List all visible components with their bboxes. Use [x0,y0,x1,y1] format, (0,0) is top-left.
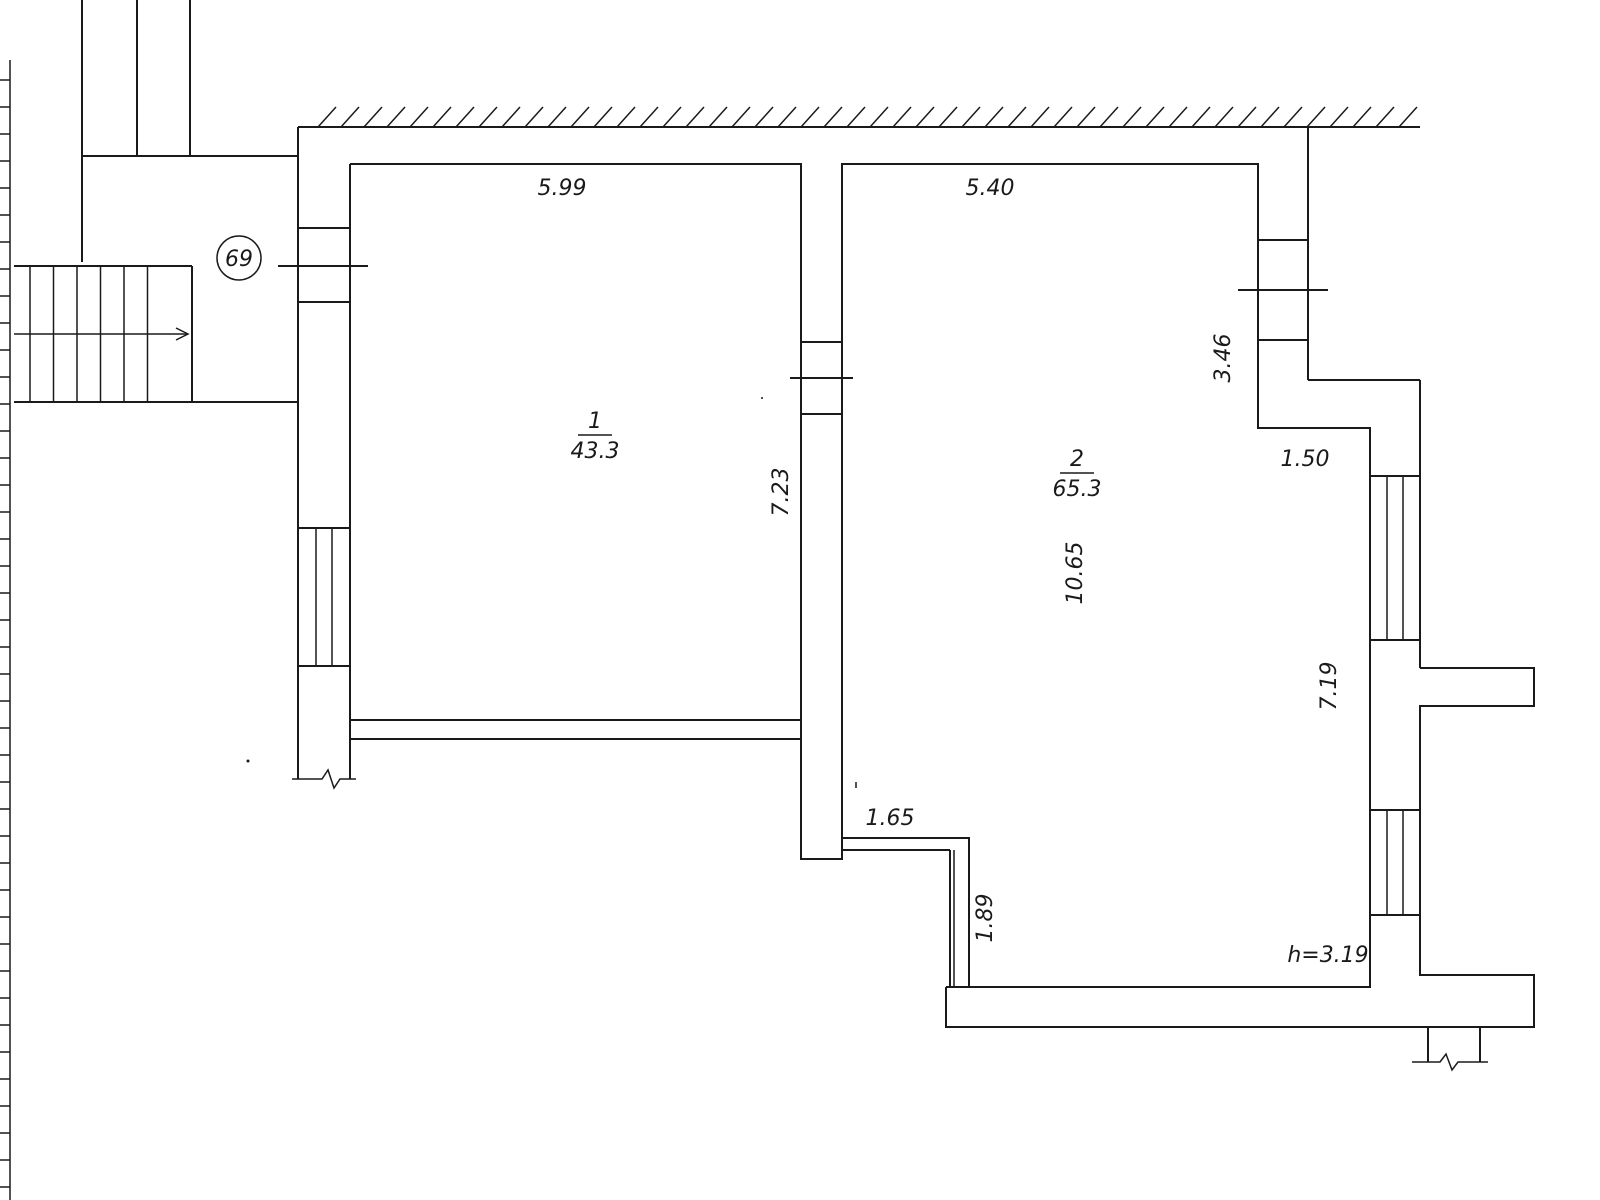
dim-room1-length: 7.23 [769,468,794,517]
dim-east-wall: 7.19 [1317,662,1342,711]
hatch-line [1007,106,1027,128]
hatch-line [984,106,1004,128]
hatch-line [1191,106,1211,128]
dim-ceiling-height: h=3.19 [1287,943,1368,968]
hatch-line [915,106,935,128]
dim-step-length: 1.89 [973,894,998,943]
hatch-line [754,106,774,128]
room-2-number: 2 [1070,447,1084,472]
window-room1-west [298,527,350,667]
hatch-line [363,106,383,128]
hatch-line [685,106,705,128]
hatch-line [317,106,337,128]
hatch-line [1076,106,1096,128]
hatch-line [1398,106,1418,128]
hatch-line [938,106,958,128]
dim-step-width: 1.65 [866,806,915,831]
room-2-area: 65.3 [1053,477,1102,502]
hatch-line [1214,106,1234,128]
hatch-line [846,106,866,128]
hatch-line [1260,106,1280,128]
door-room2-niche [1238,239,1328,341]
hatch-line [731,106,751,128]
staircase [14,0,298,403]
hatch-line [616,106,636,128]
stray-dot [246,759,250,763]
dim-niche-depth: 3.46 [1211,334,1236,383]
doors [278,227,1328,415]
window-room2-east-lower [1370,809,1420,916]
hatch-line [869,106,889,128]
building-number-marker: 69 [216,235,262,281]
hatch-line [409,106,429,128]
dim-room1-width: 5.99 [538,176,587,201]
hatch-line [1306,106,1326,128]
hatch-line [961,106,981,128]
arrow-head-icon [175,327,190,341]
hatch-line [1352,106,1372,128]
hatch-line [1145,106,1165,128]
hatch-line [432,106,452,128]
hatch-line [1283,106,1303,128]
dim-niche-width: 1.50 [1281,447,1330,472]
dim-room2-length: 10.65 [1063,542,1088,605]
room-1-area: 43.3 [571,439,620,464]
hatch-line [455,106,475,128]
hatch-line [777,106,797,128]
break-symbols [292,768,1488,1072]
dim-room2-width: 5.40 [966,176,1015,201]
hatch-line [708,106,728,128]
hatch-line [639,106,659,128]
hatch-line [1375,106,1395,128]
hatch-line [1030,106,1050,128]
hatch-line [1122,106,1142,128]
hatch-line [547,106,567,128]
hatch-line [478,106,498,128]
hatch-line [823,106,843,128]
room-2-label: 2 65.3 [1053,447,1102,502]
hatch-line [501,106,521,128]
ground-hatching [298,106,1420,128]
room-1-number: 1 [588,409,602,434]
door-room1-west [278,227,368,303]
hatch-line [1237,106,1257,128]
window-room2-east-upper [1370,475,1420,641]
stray-dot [761,397,763,399]
left-edge-ruler [0,60,11,1200]
building-number: 69 [225,247,253,272]
hatch-line [1168,106,1188,128]
hatch-line [570,106,590,128]
hatch-line [593,106,613,128]
door-between-rooms [790,341,853,415]
hatch-line [892,106,912,128]
hatch-line [340,106,360,128]
dimension-labels: 5.99 5.40 7.23 10.65 3.46 1.50 7.19 1.65… [538,176,1369,968]
hatch-line [662,106,682,128]
hatch-line [524,106,544,128]
hatch-line [800,106,820,128]
hatch-line [1053,106,1073,128]
room-1-label: 1 43.3 [571,409,620,464]
windows [298,475,1420,916]
hatch-line [1329,106,1349,128]
hatch-line [1099,106,1119,128]
hatch-line [386,106,406,128]
walls [297,127,1535,1062]
